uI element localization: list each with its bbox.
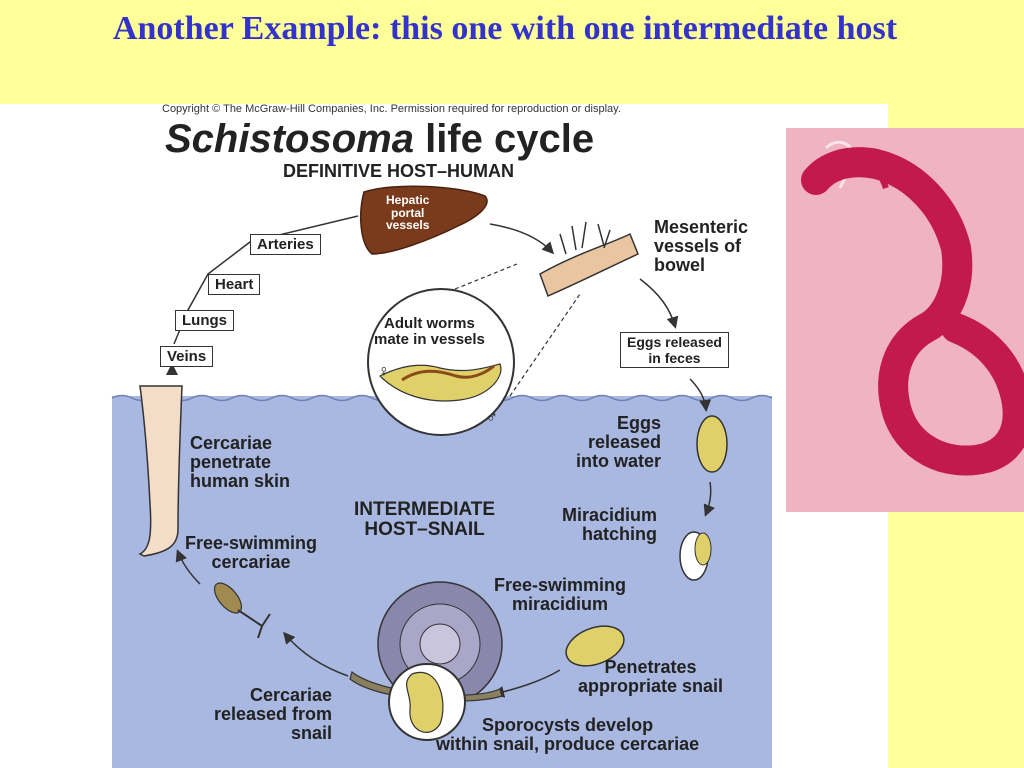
arrow-bowel-to-eggs (639, 278, 679, 329)
label-intermediate-host-line1: INTERMEDIATE (354, 499, 496, 520)
label-free-miracidium: Free-swimming miracidium (494, 576, 626, 614)
label-eggs-water-line3: into water (576, 450, 662, 471)
liver-label-line1: Hepatic (386, 193, 430, 207)
label-miracidium-hatching: Miracidium hatching (562, 506, 657, 544)
definitive-host-label: DEFINITIVE HOST–HUMAN (283, 161, 515, 181)
label-miracidium-hatching-line2: hatching (582, 523, 658, 544)
liver-shape (359, 185, 488, 255)
label-free-cercariae-line2: cercariae (211, 551, 291, 572)
life-cycle-artwork (111, 185, 773, 768)
label-intermediate-host-line2: HOST–SNAIL (364, 518, 485, 540)
label-cercariae-released: Cercariae released from snail (214, 686, 332, 743)
egg-in-water (696, 415, 728, 473)
label-cercariae-released-line3: snail (291, 722, 333, 743)
label-miracidium-hatching-line1: Miracidium (562, 505, 658, 525)
label-free-miracidium-line1: Free-swimming (494, 575, 627, 595)
life-cycle-figure: Copyright © The McGraw-Hill Companies, I… (0, 104, 888, 768)
female-symbol: ♀ (378, 363, 390, 380)
schistosome-worm-image (801, 140, 1024, 476)
figure-copyright: Copyright © The McGraw-Hill Companies, I… (162, 104, 621, 115)
dashed-line-left (454, 263, 518, 290)
figure-title-italic: Schistosoma (165, 117, 414, 161)
male-symbol: ♂ (486, 409, 498, 426)
free-cercaria (213, 582, 271, 639)
schistosome-photo (786, 128, 1024, 512)
box-eggs-feces-line1: Eggs released (627, 334, 722, 350)
label-adult-worms: Adult worms mate in vessels (374, 316, 485, 348)
label-mesenteric: Mesenteric vessels of bowel (654, 218, 748, 275)
arrow-down-right (703, 481, 715, 517)
liver-label: Hepatic portal vessels (386, 194, 429, 232)
label-adult-worms-line2: mate in vessels (374, 330, 485, 348)
box-eggs-feces-line2: in feces (648, 350, 701, 366)
label-sporocysts: Sporocysts develop within snail, produce… (436, 716, 699, 754)
label-mesenteric-line2: vessels of (654, 235, 742, 256)
label-mesenteric-line1: Mesenteric (654, 217, 749, 237)
label-cercariae-penetrate-line2: penetrate (190, 451, 272, 472)
label-eggs-water-line1: Eggs (617, 413, 662, 433)
liver-label-line3: vessels (386, 218, 430, 233)
label-sporocysts-line2: within snail, produce cercariae (436, 733, 700, 754)
label-sporocysts-line1: Sporocysts develop (482, 715, 654, 735)
label-intermediate-host: INTERMEDIATE HOST–SNAIL (354, 500, 495, 540)
label-eggs-water-line2: released (587, 431, 662, 452)
figure-title: Schistosoma life cycle (165, 118, 594, 160)
label-penetrates-snail: Penetrates appropriate snail (578, 658, 723, 696)
arrow-eggs-to-water (689, 378, 712, 412)
box-heart: Heart (208, 274, 261, 295)
arrow-snail-to-cercariae (283, 631, 349, 677)
slide-title: Another Example: this one with one inter… (112, 10, 898, 47)
label-mesenteric-line3: bowel (654, 254, 706, 275)
label-cercariae-released-line1: Cercariae (249, 685, 333, 705)
label-cercariae-penetrate: Cercariae penetrate human skin (190, 434, 290, 491)
label-free-miracidium-line2: miracidium (512, 593, 609, 614)
liver-label-line2: portal (391, 205, 425, 220)
figure-title-rest: life cycle (413, 117, 595, 161)
label-adult-worms-line1: Adult worms (384, 315, 475, 332)
label-penetrates-snail-line2: appropriate snail (578, 675, 724, 696)
label-cercariae-released-line2: released from (214, 703, 333, 724)
label-free-cercariae-line1: Free-swimming (185, 533, 318, 553)
bowel-vessels-drawing (539, 221, 639, 298)
adult-worms-inset (367, 288, 515, 436)
label-cercariae-penetrate-line3: human skin (190, 470, 291, 491)
box-veins: Veins (160, 346, 214, 367)
label-eggs-water: Eggs released into water (576, 414, 661, 471)
human-leg (138, 385, 183, 557)
label-cercariae-penetrate-line1: Cercariae (190, 433, 273, 453)
dashed-line-right (509, 293, 581, 397)
arrow-liver-to-bowel (489, 223, 555, 255)
box-lungs: Lungs (175, 310, 234, 331)
arrow-cercariae-to-leg (175, 549, 201, 585)
box-arteries: Arteries (250, 234, 321, 255)
label-free-cercariae: Free-swimming cercariae (185, 534, 317, 572)
label-penetrates-snail-line1: Penetrates (604, 657, 697, 677)
box-eggs-feces: Eggs released in feces (620, 332, 729, 368)
hatching-miracidium (694, 532, 712, 566)
free-miracidium (565, 625, 625, 667)
